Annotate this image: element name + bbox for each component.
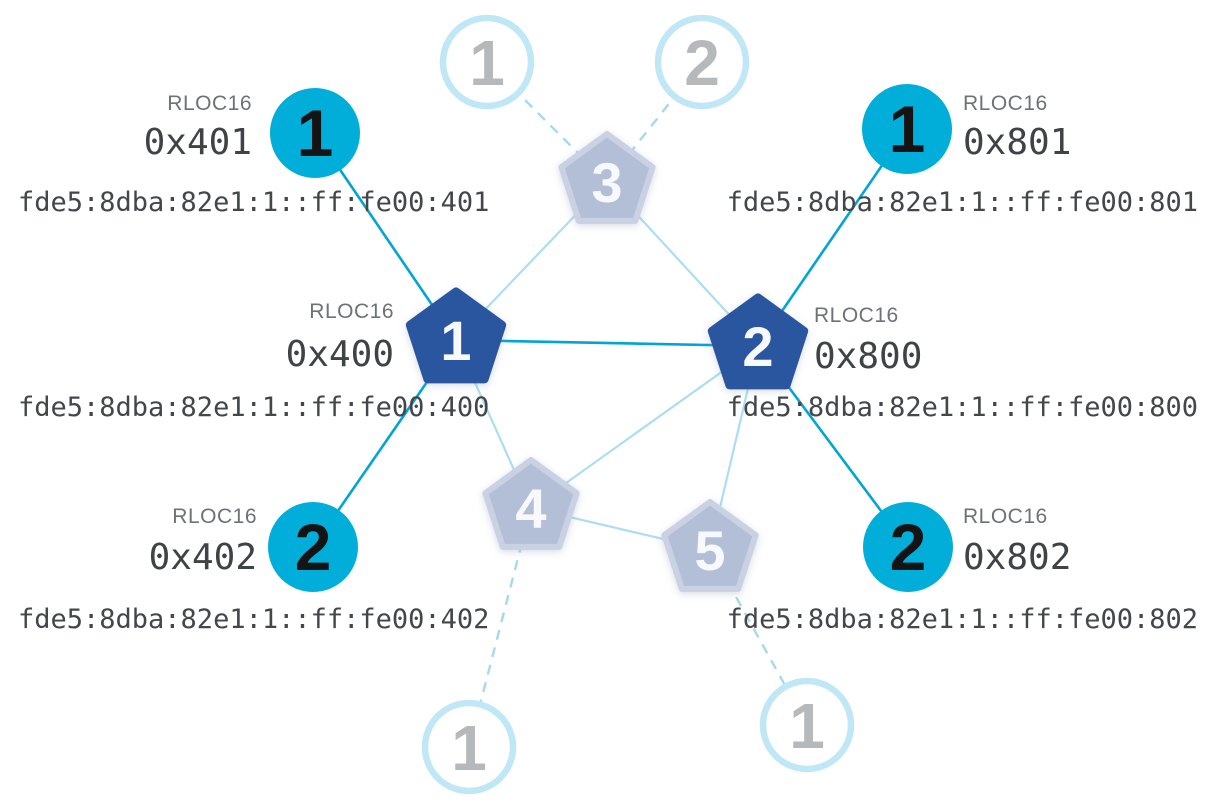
- detached-child-node-top-1[interactable]: 1: [439, 14, 535, 110]
- router-node-5[interactable]: 5: [661, 499, 759, 592]
- child-circle: [862, 84, 952, 174]
- ipv6-router1: fde5:8dba:82e1:1::ff:fe00:400: [18, 392, 489, 423]
- ipv6-child402: fde5:8dba:82e1:1::ff:fe00:402: [18, 604, 489, 635]
- ipv6-child401: fde5:8dba:82e1:1::ff:fe00:401: [18, 187, 489, 218]
- router-node-3[interactable]: 3: [558, 131, 656, 224]
- ipv6-child802: fde5:8dba:82e1:1::ff:fe00:802: [727, 604, 1198, 635]
- child-number: 1: [889, 92, 926, 166]
- ipv6-router2: fde5:8dba:82e1:1::ff:fe00:800: [727, 392, 1198, 423]
- detached-child-node-bottom-right[interactable]: 1: [759, 677, 855, 773]
- rloc16-value-child402: 0x402: [149, 537, 257, 578]
- router-pentagon-icon: [405, 287, 507, 384]
- child-node-0x802[interactable]: 2: [863, 502, 953, 592]
- router-number: 1: [440, 309, 471, 372]
- detached-child-circle: [439, 14, 535, 110]
- link-router1-router2: [455, 338, 759, 348]
- rloc16-value-router1: 0x400: [286, 334, 394, 375]
- link-router2-router4: [530, 345, 759, 509]
- detached-child-circle: [759, 677, 855, 773]
- child-node-0x801[interactable]: 1: [862, 84, 952, 174]
- rloc16-value-child401: 0x401: [144, 122, 252, 163]
- router-number: 3: [591, 151, 622, 214]
- child-number: 2: [890, 510, 927, 584]
- detached-child-node-top-2[interactable]: 2: [654, 14, 750, 110]
- router-number: 2: [742, 315, 773, 378]
- child-circle: [270, 88, 360, 178]
- child-circle: [863, 502, 953, 592]
- rloc16-caption-child401: RLOC16: [167, 92, 252, 115]
- rloc16-value-child802: 0x802: [963, 537, 1071, 578]
- rloc16-value-router2: 0x800: [814, 336, 922, 377]
- detached-child-number: 1: [469, 27, 505, 99]
- router-number: 5: [694, 519, 725, 582]
- router-pentagon-icon: [707, 293, 809, 390]
- detached-child-circle: [421, 699, 517, 795]
- child-node-0x401[interactable]: 1: [270, 88, 360, 178]
- detached-child-number: 1: [789, 690, 825, 762]
- child-number: 1: [297, 96, 334, 170]
- router-number: 4: [515, 477, 546, 540]
- router-pentagon-icon: [661, 499, 759, 592]
- detached-child-number: 1: [451, 712, 487, 784]
- router-pentagon-icon: [482, 457, 580, 550]
- rloc16-value-child801: 0x801: [963, 122, 1071, 163]
- detached-child-number: 2: [684, 27, 720, 99]
- router-node-4[interactable]: 4: [482, 457, 580, 550]
- child-circle: [268, 502, 358, 592]
- ipv6-child801: fde5:8dba:82e1:1::ff:fe00:801: [727, 187, 1198, 218]
- router-pentagon-icon: [558, 131, 656, 224]
- node-labels: RLOC16 0x401 fde5:8dba:82e1:1::ff:fe00:4…: [18, 92, 1198, 635]
- router-node-2[interactable]: 2: [707, 293, 809, 390]
- rloc16-caption-child402: RLOC16: [172, 505, 257, 528]
- child-node-0x402[interactable]: 2: [268, 502, 358, 592]
- detached-child-node-bottom-left[interactable]: 1: [421, 699, 517, 795]
- rloc16-caption-router1: RLOC16: [309, 300, 394, 323]
- child-number: 2: [295, 510, 332, 584]
- rloc16-caption-child801: RLOC16: [963, 92, 1048, 115]
- rloc16-caption-router2: RLOC16: [814, 304, 899, 327]
- detached-child-circle: [654, 14, 750, 110]
- router-node-1[interactable]: 1: [405, 287, 507, 384]
- rloc16-caption-child802: RLOC16: [963, 505, 1048, 528]
